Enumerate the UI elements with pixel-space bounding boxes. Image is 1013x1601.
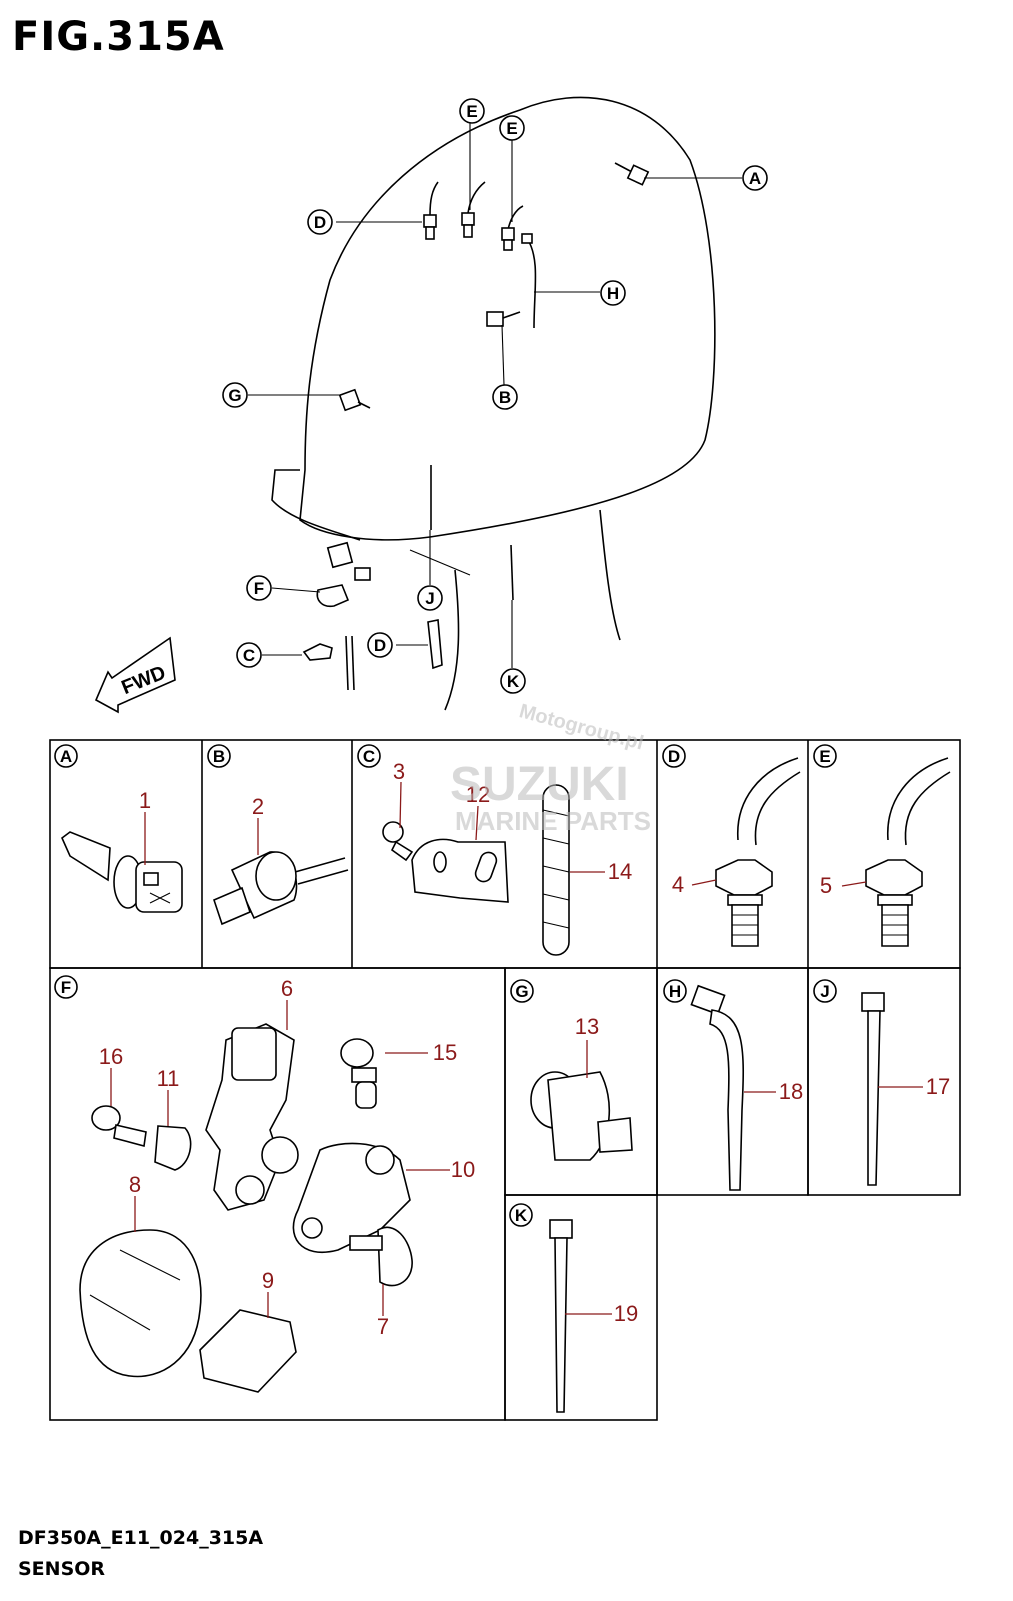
part-1-sensor [61,831,183,913]
svg-text:B: B [499,388,511,407]
part-num-12: 12 [466,782,490,807]
panel-letters: A B C D E F G H J K [54,744,837,1227]
overview-sensors [302,162,650,691]
part-8-clamp [79,1229,202,1378]
svg-text:G: G [228,386,241,405]
svg-text:G: G [515,982,528,1001]
panel-letter-k: K [509,1203,533,1227]
watermark: Motogroup.pl SUZUKI MARINE PARTS [450,700,651,836]
part-num-2: 2 [252,794,264,819]
callout-a: A [742,165,768,191]
model-code: DF350A_E11_024_315A [18,1527,264,1549]
part-19-tie [549,1219,573,1413]
part-num-3: 3 [393,759,405,784]
svg-text:A: A [749,169,761,188]
part-15-bolt [340,1038,377,1109]
svg-text:D: D [668,747,680,766]
svg-text:F: F [61,978,71,997]
svg-text:H: H [669,982,681,1001]
part-num-13: 13 [575,1014,599,1039]
overview-leaders [248,123,742,668]
part-num-18: 18 [779,1079,803,1104]
part-num-14: 14 [608,859,632,884]
engine-outline [271,96,716,711]
part-17-tie [861,992,885,1186]
svg-text:B: B [213,747,225,766]
svg-text:H: H [607,284,619,303]
part-12-bracket [411,838,509,903]
svg-text:E: E [466,102,477,121]
part-num-1: 1 [139,788,151,813]
watermark-brand: SUZUKI [450,758,629,811]
part-num-5: 5 [820,873,832,898]
part-numbers: 1 2 3 12 14 4 5 6 16 11 15 10 8 9 7 13 1… [99,759,950,1339]
part-14-sleeve [542,784,570,956]
svg-text:C: C [243,646,255,665]
callout-g: G [222,382,248,408]
svg-text:K: K [507,672,520,691]
svg-text:F: F [254,579,264,598]
callout-j: J [417,585,443,611]
part-num-11: 11 [157,1066,180,1091]
part-11-clip [154,1125,192,1171]
part-num-7: 7 [377,1314,389,1339]
part-num-10: 10 [451,1157,475,1182]
callout-c: C [236,642,262,668]
part-6-sensor [205,1023,299,1211]
panel-letter-a: A [54,744,78,768]
part-num-15: 15 [433,1040,457,1065]
part-num-9: 9 [262,1268,274,1293]
panel-letter-e: E [813,744,837,768]
part-9-pad [199,1309,297,1393]
panel-letter-j: J [813,979,837,1003]
figure-name: SENSOR [18,1558,106,1580]
callout-b: B [492,384,518,410]
svg-text:C: C [363,747,375,766]
figure-title: FIG.315A [12,14,225,60]
part-10-bracket [292,1142,411,1253]
part-num-16: 16 [99,1044,123,1069]
panel-letter-f: F [54,975,78,999]
svg-text:E: E [506,119,517,138]
svg-text:E: E [819,747,830,766]
part-2-sensor [213,851,349,926]
part-13-sensor [530,1071,633,1161]
callout-h: H [600,280,626,306]
panel-letter-h: H [663,979,687,1003]
part-num-19: 19 [614,1301,638,1326]
callout-e-2: E [499,115,525,141]
callout-d-1: D [307,209,333,235]
svg-text:K: K [515,1206,528,1225]
svg-text:A: A [60,747,72,766]
part-18-tie [690,984,745,1191]
part-leaders [110,781,923,1318]
panel-letter-c: C [357,744,381,768]
svg-text:D: D [314,213,326,232]
overview-callouts: A E E D H B G F J C D K [222,98,768,694]
part-16-bolt [91,1105,147,1148]
part-num-8: 8 [129,1172,141,1197]
part-num-6: 6 [281,976,293,1001]
watermark-site: Motogroup.pl [517,700,646,754]
svg-text:D: D [374,636,386,655]
callout-f: F [246,575,272,601]
callout-d-2: D [367,632,393,658]
part-num-4: 4 [672,872,684,897]
part-num-17: 17 [926,1074,950,1099]
callout-e-1: E [459,98,485,124]
part-3-bolt [382,821,414,862]
callout-k: K [500,668,526,694]
part-5-sensor [865,757,951,947]
svg-text:J: J [820,982,829,1001]
watermark-sub: MARINE PARTS [455,806,651,836]
panel-letter-d: D [662,744,686,768]
part-7-sensor [349,1226,413,1287]
panel-letter-b: B [207,744,231,768]
panel-letter-g: G [510,979,534,1003]
svg-text:J: J [425,589,434,608]
detail-grid [49,739,961,1421]
fwd-arrow-icon: FWD [94,636,176,714]
part-4-sensor [715,757,801,947]
